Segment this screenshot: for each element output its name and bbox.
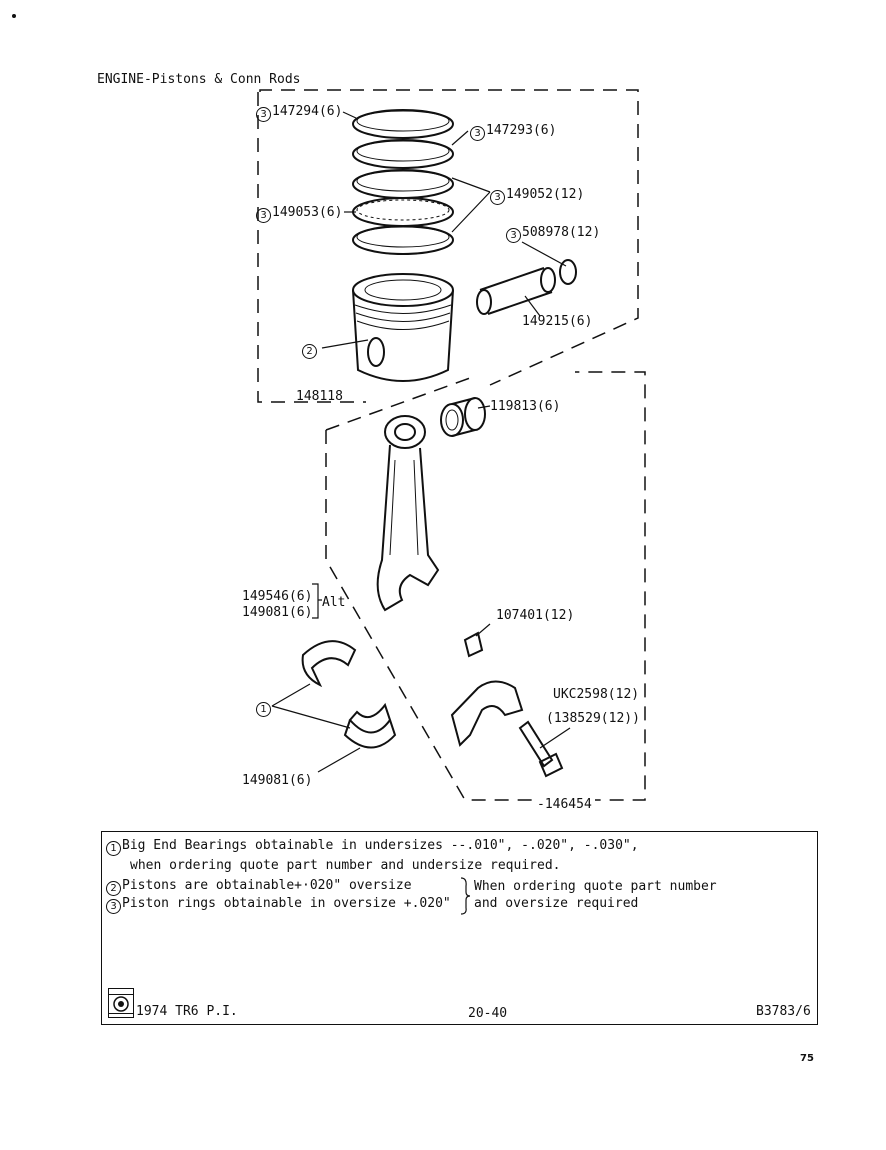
note-brace — [460, 877, 471, 915]
ring-second — [352, 139, 454, 169]
ring-oil-lower — [352, 225, 454, 255]
page-title: ENGINE-Pistons & Conn Rods — [97, 72, 301, 87]
conrod-group-boundary — [325, 371, 646, 801]
label-bearing-alt-2: 149081(6) — [242, 605, 313, 620]
leader-lines — [271, 111, 571, 773]
ring-top — [352, 109, 454, 139]
circlip-drawing — [559, 259, 577, 285]
piston-drawing — [352, 273, 454, 382]
page-number: 75 — [800, 1053, 814, 1064]
piston-rings — [352, 109, 454, 255]
note-bracket-text-2: and oversize required — [474, 896, 639, 911]
label-gudgeon-pin: 149215(6) — [522, 314, 593, 329]
gudgeon-pin-drawing — [476, 259, 577, 315]
british-leyland-logo — [108, 988, 134, 1018]
bolt-drawing — [518, 720, 564, 778]
label-piston-assembly: 148118 — [296, 389, 343, 404]
footer-model: 1974 TR6 P.I. — [136, 1004, 238, 1019]
note-ordering: when ordering quote part number and unde… — [130, 858, 561, 873]
label-piston: 2 — [302, 342, 318, 359]
page-speck — [12, 14, 16, 18]
label-bearing-lower: 149081(6) — [242, 773, 313, 788]
nut-drawing — [463, 631, 484, 658]
label-nut: 107401(12) — [496, 608, 575, 623]
ring-expander — [352, 197, 454, 227]
label-bolt-1: UKC2598(12) — [553, 687, 640, 702]
label-small-end-bush: 119813(6) — [490, 399, 561, 414]
label-big-end-bearings: 1 — [256, 700, 272, 717]
bearing-shells-drawing — [301, 640, 397, 749]
connecting-rod-drawing — [376, 415, 440, 612]
label-alt: Alt — [322, 595, 346, 610]
piston-group-boundary — [257, 89, 639, 403]
note-bracket-text-1: When ordering quote part number — [474, 879, 717, 894]
label-conrod-assembly: -146454 — [534, 798, 595, 811]
big-end-cap-drawing — [450, 631, 564, 778]
footer-page-ref: 20-40 — [468, 1006, 508, 1021]
footer-drawing-ref: B3783/6 — [756, 1004, 811, 1019]
label-bolt-2: (138529(12)) — [546, 711, 640, 726]
small-end-bush-drawing — [440, 397, 486, 437]
label-bearing-alt-1: 149546(6) — [242, 589, 313, 604]
